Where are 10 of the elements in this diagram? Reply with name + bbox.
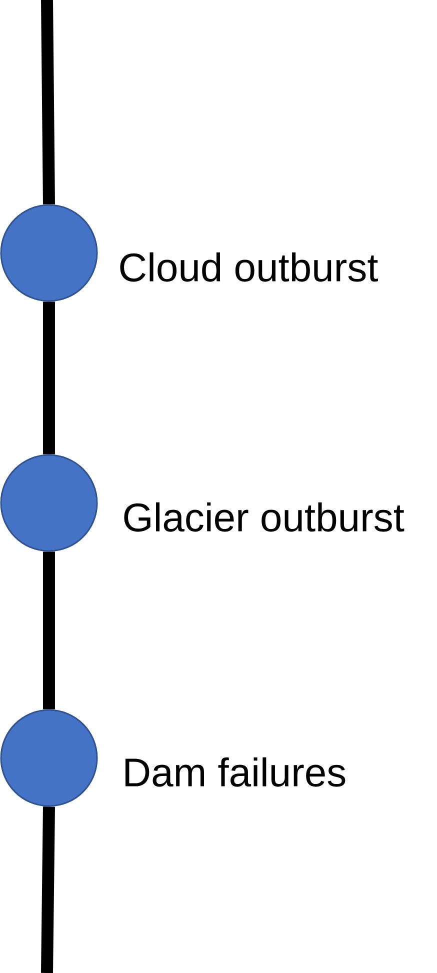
timeline-line: [43, 552, 55, 710]
event-label: Cloud outburst: [120, 252, 378, 282]
timeline-line: [41, 0, 55, 204]
timeline-line: [43, 302, 55, 454]
timeline-line: [41, 806, 55, 973]
timeline-circle: [0, 454, 98, 552]
timeline-circle: [0, 204, 98, 302]
event-label: Glacier outburst: [124, 502, 404, 532]
event-label: Dam failures: [125, 757, 346, 787]
timeline-circle: [0, 709, 98, 807]
